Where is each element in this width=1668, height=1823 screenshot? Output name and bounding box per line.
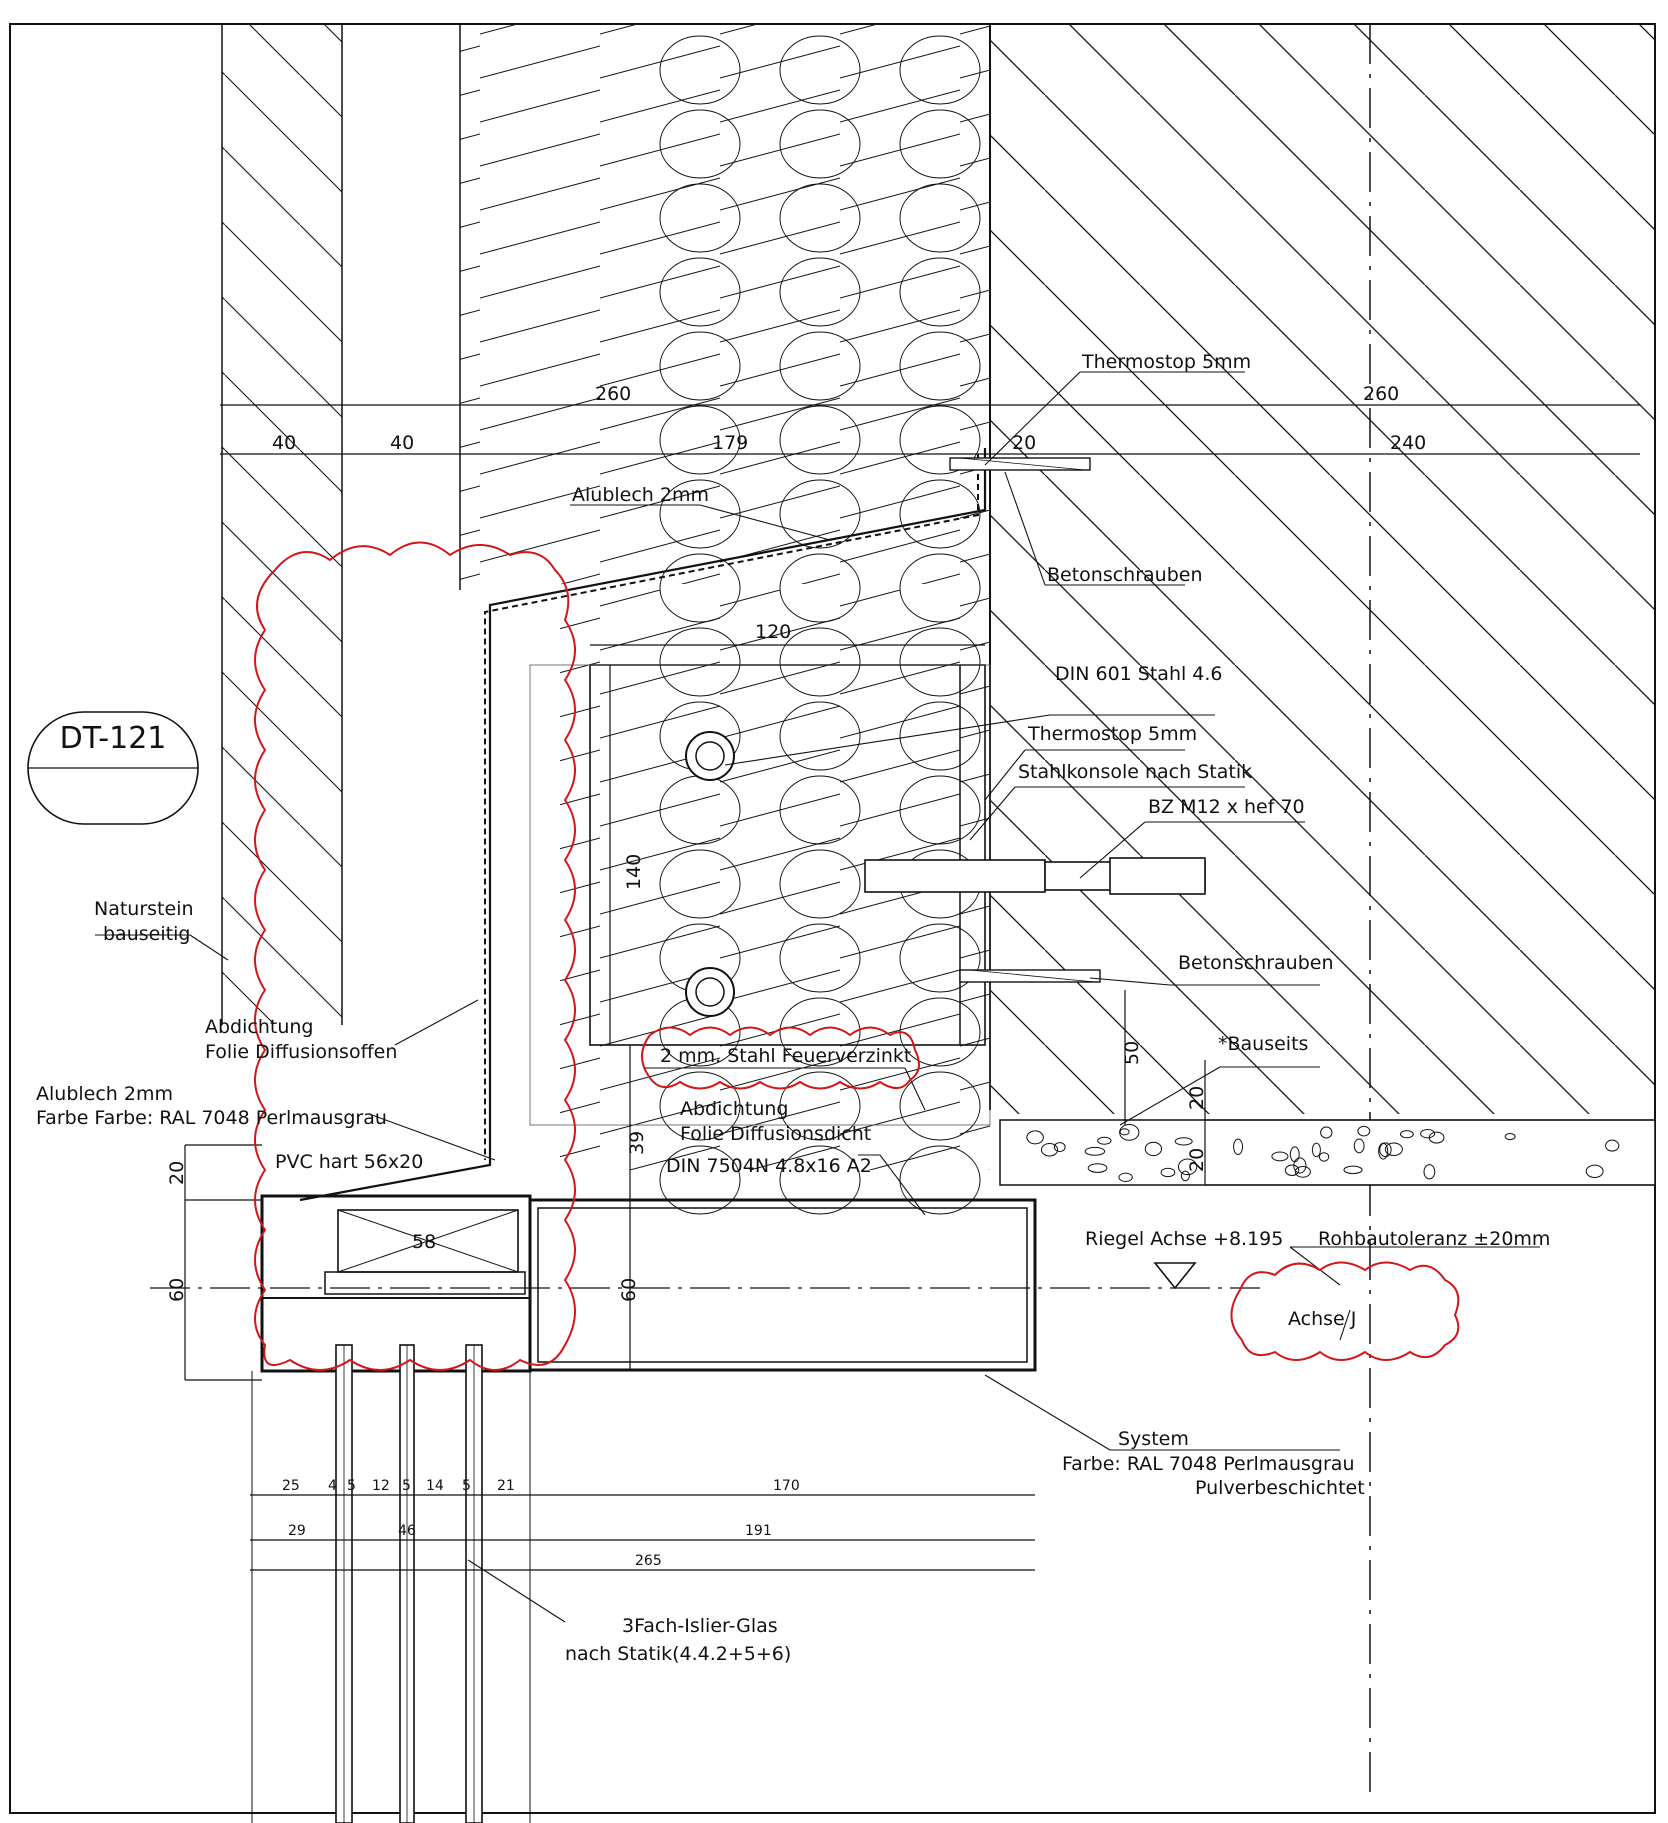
concrete-screw-top [949, 457, 1091, 471]
label-naturstein-1: Naturstein [94, 898, 194, 920]
label-bauseits: *Bauseits [1218, 1033, 1308, 1055]
label-achse-j: Achse J [1288, 1308, 1356, 1330]
bolt-icon [685, 731, 735, 781]
dim-b5c: 5 [462, 1478, 471, 1494]
label-din7504: DIN 7504N 4.8x16 A2 [666, 1155, 872, 1177]
dim-b265: 265 [635, 1553, 662, 1569]
label-alublech-low-2: Farbe Farbe: RAL 7048 Perlmausgrau [36, 1107, 387, 1129]
label-pvc: PVC hart 56x20 [275, 1151, 423, 1173]
dim-b21: 21 [497, 1478, 515, 1494]
label-thermostop-top: Thermostop 5mm [1081, 351, 1251, 373]
label-stahlkonsole: Stahlkonsole nach Statik [1018, 761, 1252, 783]
dim-b12: 12 [372, 1478, 390, 1494]
dim-58: 58 [412, 1231, 436, 1253]
label-abdichtung-dicht-2: Folie Diffusionsdicht [680, 1123, 871, 1145]
label-abdichtung-open-2: Folie Diffusionsoffen [205, 1041, 397, 1063]
insulation [460, 24, 990, 1215]
label-system-1: System [1118, 1428, 1189, 1450]
dim-120: 120 [755, 621, 791, 643]
label-system-3: Pulverbeschichtet [1195, 1477, 1365, 1499]
dim-b5a: 5 [347, 1478, 356, 1494]
alublech-sheet [299, 448, 987, 1202]
dim-39: 39 [626, 1131, 648, 1155]
revision-cloud-stahl [641, 1026, 920, 1090]
transom-profile [260, 1194, 1037, 1373]
revision-cloud-achse [1230, 1261, 1460, 1361]
label-thermostop-mid: Thermostop 5mm [1027, 723, 1197, 745]
leader-lines [95, 371, 1540, 1623]
dimension-lines [184, 404, 1655, 1571]
dim-140: 140 [623, 854, 645, 890]
detail-id: DT-121 [60, 721, 167, 756]
dim-240: 240 [1390, 432, 1426, 454]
label-betonschrauben-top: Betonschrauben [1047, 564, 1203, 586]
revision-cloud-left [254, 541, 576, 1371]
dim-b25: 25 [282, 1478, 300, 1494]
label-abdichtung-open-1: Abdichtung [205, 1016, 313, 1038]
label-rohbautoleranz: Rohbautoleranz ±20mm [1318, 1228, 1550, 1250]
anchor-bz-m12 [864, 857, 1206, 895]
dim-20-right-b: 20 [1186, 1148, 1208, 1172]
dim-60-left: 60 [166, 1278, 188, 1302]
label-bz-m12: BZ M12 x hef 70 [1148, 796, 1305, 818]
bolt-icon [685, 967, 735, 1017]
dim-60-mid: 60 [618, 1278, 640, 1302]
dim-20-right-a: 20 [1186, 1086, 1208, 1110]
dim-b170: 170 [773, 1478, 800, 1494]
dim-260-right: 260 [1363, 383, 1399, 405]
triple-glazing [251, 1344, 531, 1823]
dim-b191: 191 [745, 1523, 772, 1539]
label-glas-2: nach Statik(4.4.2+5+6) [565, 1643, 791, 1665]
detail-id-bubble: DT-121 [27, 711, 199, 825]
concrete-wall [989, 24, 1655, 1800]
dim-b14: 14 [426, 1478, 444, 1494]
dim-179: 179 [712, 432, 748, 454]
label-naturstein-2: bauseitig [103, 923, 190, 945]
label-glas-1: 3Fach-Islier-Glas [622, 1615, 778, 1637]
label-stahl-feuerverzinkt: 2 mm. Stahl Feuerverzinkt [660, 1045, 911, 1067]
label-system-2: Farbe: RAL 7048 Perlmausgrau [1062, 1453, 1355, 1475]
dim-40-b: 40 [390, 432, 414, 454]
annotation-labels: Thermostop 5mm Alublech 2mm Betonschraub… [36, 351, 1550, 1665]
label-abdichtung-dicht-1: Abdichtung [680, 1098, 788, 1120]
label-alublech-low-1: Alublech 2mm [36, 1083, 173, 1105]
dim-20-top: 20 [1012, 432, 1036, 454]
dim-b4: 4 [328, 1478, 337, 1494]
slab-band [999, 1119, 1656, 1186]
naturstein-cladding [221, 24, 461, 1025]
label-betonschrauben-mid: Betonschrauben [1178, 952, 1334, 974]
dim-b46: 46 [398, 1523, 416, 1539]
label-alublech-top: Alublech 2mm [572, 484, 709, 506]
label-din601: DIN 601 Stahl 4.6 [1055, 663, 1223, 685]
dim-20-left: 20 [166, 1161, 188, 1185]
dim-b5b: 5 [402, 1478, 411, 1494]
dim-b29: 29 [288, 1523, 306, 1539]
label-riegel-achse: Riegel Achse +8.195 [1085, 1228, 1283, 1250]
dim-50: 50 [1121, 1041, 1143, 1065]
concrete-screw-mid [959, 969, 1101, 983]
dim-260-left: 260 [595, 383, 631, 405]
dimension-texts: 260 260 40 40 179 20 240 120 140 50 20 2… [166, 383, 1426, 1569]
dim-40-a: 40 [272, 432, 296, 454]
level-marker-icon [1153, 1262, 1197, 1290]
